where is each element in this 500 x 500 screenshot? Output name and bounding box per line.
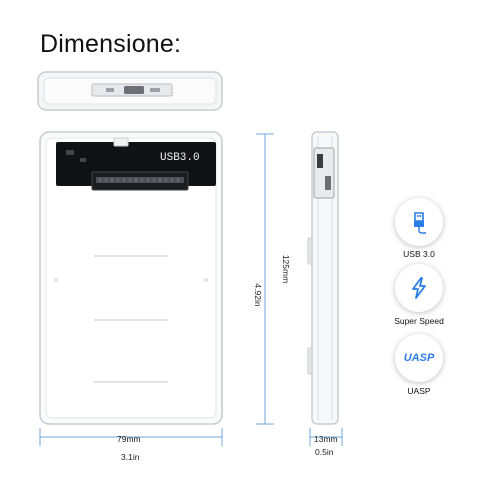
uasp-feature-badge: UASP [395,334,443,382]
depth-dimension-line [309,428,343,446]
connector-label: USB3.0 [160,152,200,164]
page-title: Dimensione: [40,30,182,58]
height-dimension-line [256,133,274,425]
usb-feature-label: USB 3.0 [403,249,435,259]
height-in-label: 4.92in [253,283,263,307]
speed-feature-label: Super Speed [394,316,444,326]
uasp-badge: UASP [403,352,435,364]
depth-in-label: 0.5in [315,447,334,457]
lightning-icon [412,277,426,299]
front-view-enclosure [39,131,223,425]
uasp-feature-label: UASP [407,386,431,396]
depth-mm-label: 13mm [314,434,338,444]
width-in-label: 3.1in [121,452,140,462]
top-view-enclosure [37,71,223,111]
height-mm-label: 125mm [281,254,291,284]
usb-feature-badge [395,198,443,246]
width-dimension-line [39,428,223,446]
speed-feature-badge [395,264,443,312]
side-view-enclosure [307,131,339,425]
usb-icon [414,212,426,234]
width-mm-label: 79mm [117,434,141,444]
